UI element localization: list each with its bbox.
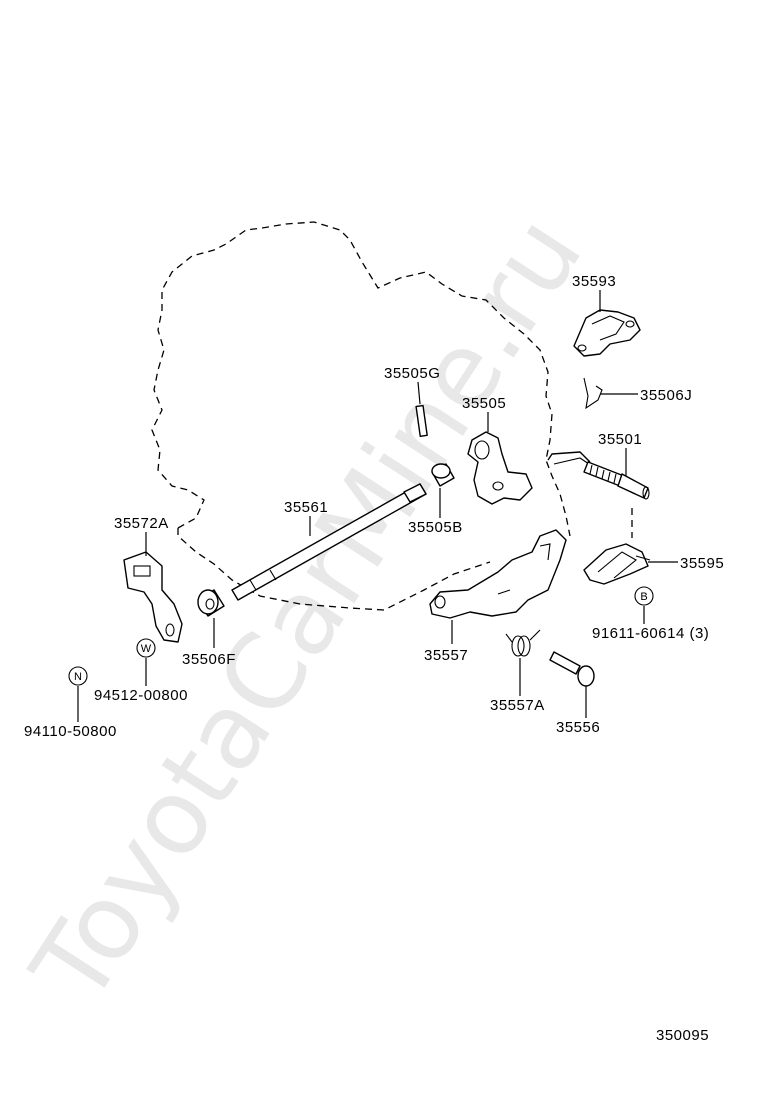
circle-code-N: N: [68, 666, 88, 686]
part-35561-shift-shaft[interactable]: [231, 483, 427, 601]
label-94512: 94512-00800: [94, 687, 188, 704]
diagram-code: 350095: [656, 1027, 709, 1044]
part-35557A-spring[interactable]: [505, 629, 541, 657]
label-91611: 91611-60614 (3): [592, 625, 709, 642]
part-35505G-pin[interactable]: [415, 404, 428, 437]
label-35505: 35505: [462, 395, 506, 412]
transmission-case-outline: [151, 221, 571, 611]
svg-text:W: W: [141, 643, 152, 655]
label-35506J: 35506J: [640, 387, 692, 404]
part-35506J-clip[interactable]: [583, 377, 603, 410]
label-35595: 35595: [680, 555, 724, 572]
part-35501-shift-rod[interactable]: [547, 451, 650, 500]
label-35556: 35556: [556, 719, 600, 736]
part-35593-clamp[interactable]: [573, 309, 641, 357]
label-94110: 94110-50800: [24, 723, 117, 740]
circle-code-W: W: [136, 638, 156, 658]
label-35561: 35561: [284, 499, 328, 516]
label-35505B: 35505B: [408, 519, 463, 536]
label-35501: 35501: [598, 431, 642, 448]
label-35506F: 35506F: [182, 651, 236, 668]
part-35595-bracket[interactable]: [583, 543, 651, 585]
label-35505G: 35505G: [384, 365, 440, 382]
part-35505-shift-head[interactable]: [467, 431, 533, 505]
circle-code-B: B: [634, 586, 654, 606]
svg-text:B: B: [640, 591, 647, 603]
label-35593: 35593: [572, 273, 616, 290]
label-35572A: 35572A: [114, 515, 169, 532]
part-35557-lever[interactable]: [429, 529, 567, 619]
label-35557A: 35557A: [490, 697, 545, 714]
part-35505B-bushing[interactable]: [431, 463, 455, 487]
part-35556-pin[interactable]: [549, 651, 595, 687]
part-35506F-bushing[interactable]: [197, 589, 225, 617]
label-35557: 35557: [424, 647, 468, 664]
part-35572A-bracket[interactable]: [123, 551, 183, 643]
svg-text:N: N: [74, 671, 82, 683]
